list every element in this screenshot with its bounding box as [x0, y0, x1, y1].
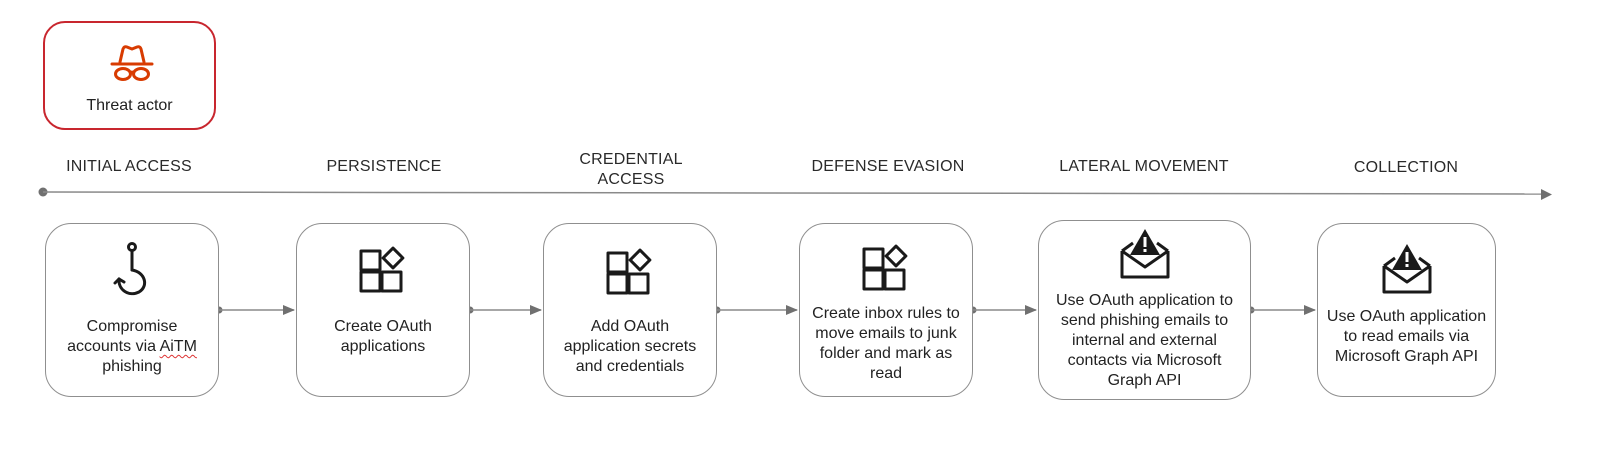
- step-card-add-secrets: Add OAuth application secrets and creden…: [543, 223, 717, 397]
- connector-4: [969, 305, 1037, 315]
- stage-credential-access: CREDENTIAL ACCESS: [579, 151, 683, 188]
- step-card-inbox-rules: Create inbox rules to move emails to jun…: [799, 223, 973, 397]
- fishing-hook-icon: [113, 242, 147, 296]
- connector-1: [215, 305, 295, 315]
- step-card-read-emails: Use OAuth application to read emails via…: [1317, 223, 1496, 397]
- app-add-icon: [606, 248, 652, 295]
- app-add-icon: [862, 244, 908, 291]
- step-text: Use OAuth application to read emails via…: [1326, 308, 1487, 365]
- mail-warning-icon: [1120, 229, 1169, 279]
- connector-3: [713, 305, 798, 315]
- step-text: Compromise accounts via AiTM phishing: [67, 318, 197, 375]
- stage-persistence: PERSISTENCE: [326, 158, 442, 175]
- stage-collection: COLLECTION: [1353, 159, 1459, 176]
- step-text: Create OAuth applications: [334, 318, 432, 355]
- step-text: Use OAuth application to send phishing e…: [1056, 292, 1233, 389]
- step-text: Add OAuth application secrets and creden…: [563, 318, 697, 375]
- stage-defense-evasion: DEFENSE EVASION: [811, 158, 965, 175]
- connector-2: [466, 305, 542, 315]
- step-text: Create inbox rules to move emails to jun…: [812, 305, 960, 382]
- threat-actor-label: Threat actor: [86, 97, 173, 114]
- step-card-compromise: Compromise accounts via AiTM phishing: [45, 223, 219, 397]
- stage-lateral-movement: LATERAL MOVEMENT: [1059, 158, 1229, 175]
- connector-5: [1247, 305, 1316, 315]
- threat-actor-box: Threat actor: [43, 21, 216, 130]
- stage-initial-access: INITIAL ACCESS: [66, 158, 192, 175]
- timeline-axis: [38, 187, 1552, 200]
- step-card-send-phishing: Use OAuth application to send phishing e…: [1038, 220, 1251, 400]
- step-card-create-oauth: Create OAuth applications: [296, 223, 470, 397]
- spy-icon: [110, 45, 154, 81]
- mail-warning-icon: [1382, 244, 1431, 294]
- app-add-icon: [359, 246, 405, 293]
